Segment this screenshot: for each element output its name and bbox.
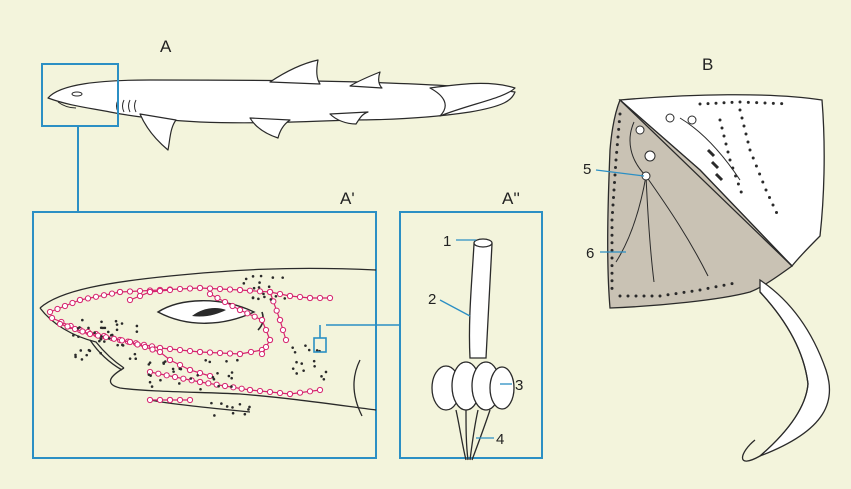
panel-label-a-double-prime: A'' [502, 189, 520, 208]
shark-eye [71, 91, 83, 97]
ray-gill-marks [706, 148, 724, 182]
callout-6: 6 [586, 245, 594, 262]
callout-leaders-ampulla [439, 239, 512, 439]
pore-dots [72, 274, 328, 417]
callout-3: 3 [515, 377, 523, 394]
panel-label-a-prime: A' [340, 189, 355, 208]
callout-4: 4 [496, 431, 504, 448]
ray-pore-dots [610, 100, 784, 298]
ray-nodes [635, 113, 697, 181]
panel-label-b: B [702, 55, 713, 74]
shark-mouth [57, 101, 77, 109]
ampulla-structure [431, 238, 515, 461]
ampullae-canals [46, 284, 334, 404]
zoom-box-head [41, 63, 119, 127]
callout-1: 1 [443, 233, 451, 250]
panel-a-double-prime-frame [399, 211, 543, 459]
shark-outline [47, 59, 516, 151]
pupil [192, 308, 226, 317]
callout-leaders-ray [595, 169, 645, 253]
callout-2: 2 [428, 291, 436, 308]
ray-canals [615, 117, 741, 283]
callout-5: 5 [583, 161, 591, 178]
zoom-box-ampulla [313, 337, 327, 353]
panel-label-a: A [160, 37, 172, 56]
panel-a-prime-frame [32, 211, 377, 459]
ray-body [607, 94, 831, 462]
